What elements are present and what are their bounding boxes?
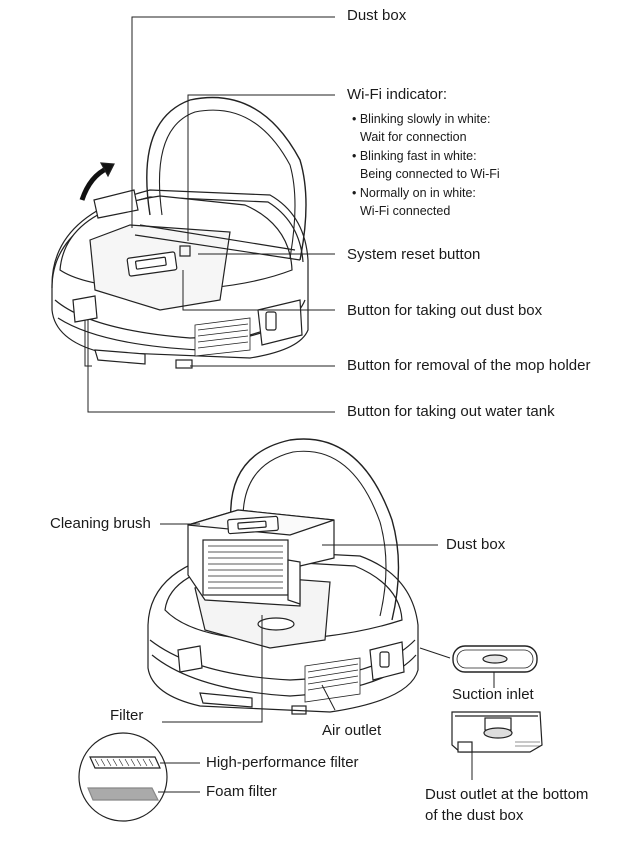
label-filter: Filter: [110, 707, 144, 724]
label-suction-inlet: Suction inlet: [452, 686, 534, 703]
label-take-out-dust-box-button: Button for taking out dust box: [347, 302, 543, 319]
label-wifi-indicator: Wi-Fi indicator:: [347, 86, 448, 103]
wifi-state-3-bullet: • Normally on in white:: [352, 186, 476, 200]
wifi-state-1-bullet: • Blinking slowly in white:: [352, 112, 491, 126]
label-dust-box-top: Dust box: [347, 7, 407, 24]
top-leader-lines: [84, 16, 335, 413]
label-dust-box-bottom: Dust box: [446, 536, 506, 553]
label-cleaning-brush: Cleaning brush: [50, 515, 151, 532]
label-mop-holder-removal-button: Button for removal of the mop holder: [347, 357, 591, 374]
label-dust-outlet-line1: Dust outlet at the bottom: [425, 786, 589, 803]
label-system-reset-button: System reset button: [347, 246, 481, 263]
label-foam-filter: Foam filter: [206, 783, 277, 800]
robot-top-illustration: [51, 96, 309, 369]
filter-magnifier: [78, 732, 200, 822]
suction-inlet-callout: [452, 645, 538, 673]
label-take-out-water-tank-button: Button for taking out water tank: [347, 403, 555, 420]
robot-bottom-illustration: [147, 438, 419, 715]
label-air-outlet: Air outlet: [322, 722, 382, 739]
wifi-state-3-meaning: Wi-Fi connected: [360, 204, 451, 218]
label-high-performance-filter: High-performance filter: [206, 754, 359, 771]
wifi-state-1-meaning: Wait for connection: [360, 130, 467, 144]
dust-outlet-callout: [451, 711, 543, 753]
wifi-state-2-bullet: • Blinking fast in white:: [352, 149, 477, 163]
bottom-leader-lines: [160, 523, 495, 780]
wifi-state-2-meaning: Being connected to Wi-Fi: [360, 167, 500, 181]
label-dust-outlet-line2: of the dust box: [425, 807, 524, 824]
